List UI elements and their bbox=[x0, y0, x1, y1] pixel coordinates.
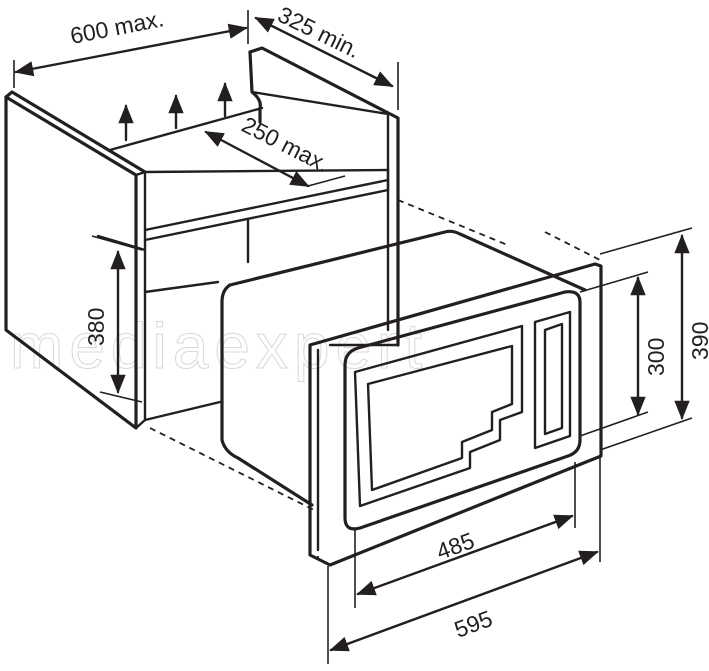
arrow-up-icon bbox=[118, 82, 233, 142]
control-panel bbox=[533, 310, 572, 450]
microwave-window bbox=[353, 324, 524, 508]
microwave-body bbox=[220, 283, 314, 507]
dimension-lines bbox=[13, 10, 693, 664]
microwave-door bbox=[343, 290, 582, 531]
cabinet-back-panel bbox=[248, 46, 400, 347]
cabinet-shelf bbox=[143, 178, 390, 232]
dim-top-opening: 250 max. bbox=[238, 111, 334, 177]
dim-door-height: 300 bbox=[643, 338, 669, 376]
dim-appliance-width: 595 bbox=[451, 605, 496, 643]
dim-niche-height: 380 bbox=[83, 308, 109, 346]
microwave bbox=[220, 229, 603, 567]
dim-appliance-height: 390 bbox=[687, 322, 709, 360]
dim-cabinet-depth: 325 min. bbox=[274, 1, 365, 63]
dim-door-width: 485 bbox=[433, 527, 478, 565]
microwave-frame bbox=[308, 262, 603, 567]
dim-cabinet-width: 600 max. bbox=[68, 5, 166, 49]
